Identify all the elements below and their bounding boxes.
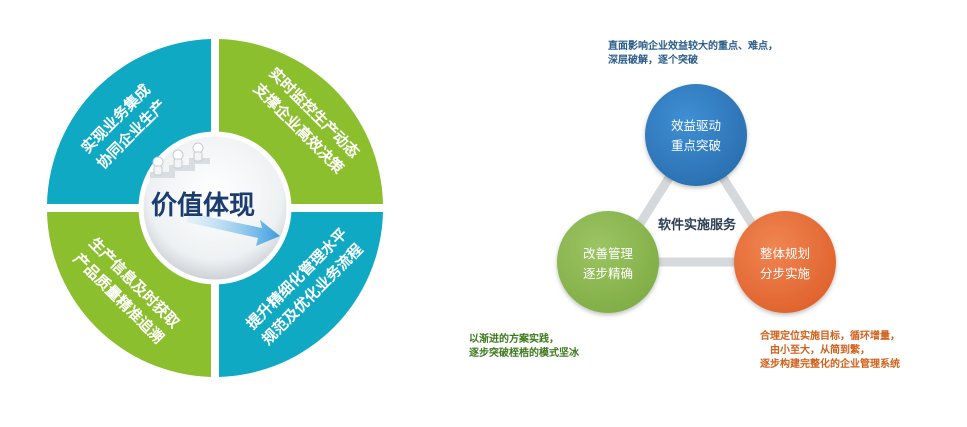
note-top: 直面影响企业效益较大的重点、难点， 深层破解，逐个突破 xyxy=(608,40,778,68)
note-left-line1: 以渐进的方案实践， xyxy=(469,334,559,345)
note-top-line2: 深层破解，逐个突破 xyxy=(608,55,698,66)
growth-arrow xyxy=(186,213,280,246)
circle-left-line2: 逐步精确 xyxy=(583,266,633,281)
circle-right-line1: 整体规划 xyxy=(760,246,810,261)
note-left: 以渐进的方案实践， 逐步突破桎梏的模式坚冰 xyxy=(469,333,579,361)
circle-right-line2: 分步实施 xyxy=(760,266,811,281)
value-wheel: 价值体现 实现业务集成 协同企业生产 实时监控生产动态 支撑企业高效决策 生产信… xyxy=(47,39,383,377)
service-triangle: 软件实施服务 效益驱动 重点突破 改善管理 逐步精确 整体规划 分步实施 xyxy=(557,84,836,313)
note-left-line2: 逐步突破桎梏的模式坚冰 xyxy=(469,348,579,359)
note-right-line2: 由小至大，从简到繁， xyxy=(770,345,870,356)
circle-top-line2: 重点突破 xyxy=(671,138,721,153)
triangle-center-label: 软件实施服务 xyxy=(658,217,737,233)
note-right-line3: 逐步构建完整化的企业管理系统 xyxy=(760,359,900,370)
circle-left xyxy=(557,211,659,313)
wheel-center-label: 价值体现 xyxy=(151,191,255,221)
circle-top xyxy=(645,84,747,186)
circle-right xyxy=(734,211,836,313)
note-right-line1: 合理定位实施目标，循环增量， xyxy=(760,331,900,342)
stairs-figures-illustration xyxy=(150,142,210,178)
triangle-connector xyxy=(611,130,781,267)
note-top-line1: 直面影响企业效益较大的重点、难点， xyxy=(608,41,778,52)
circle-top-line1: 效益驱动 xyxy=(671,118,721,133)
note-right: 合理定位实施目标，循环增量， 由小至大，从简到繁， 逐步构建完整化的企业管理系统 xyxy=(760,330,900,372)
circle-left-line1: 改善管理 xyxy=(583,246,634,261)
